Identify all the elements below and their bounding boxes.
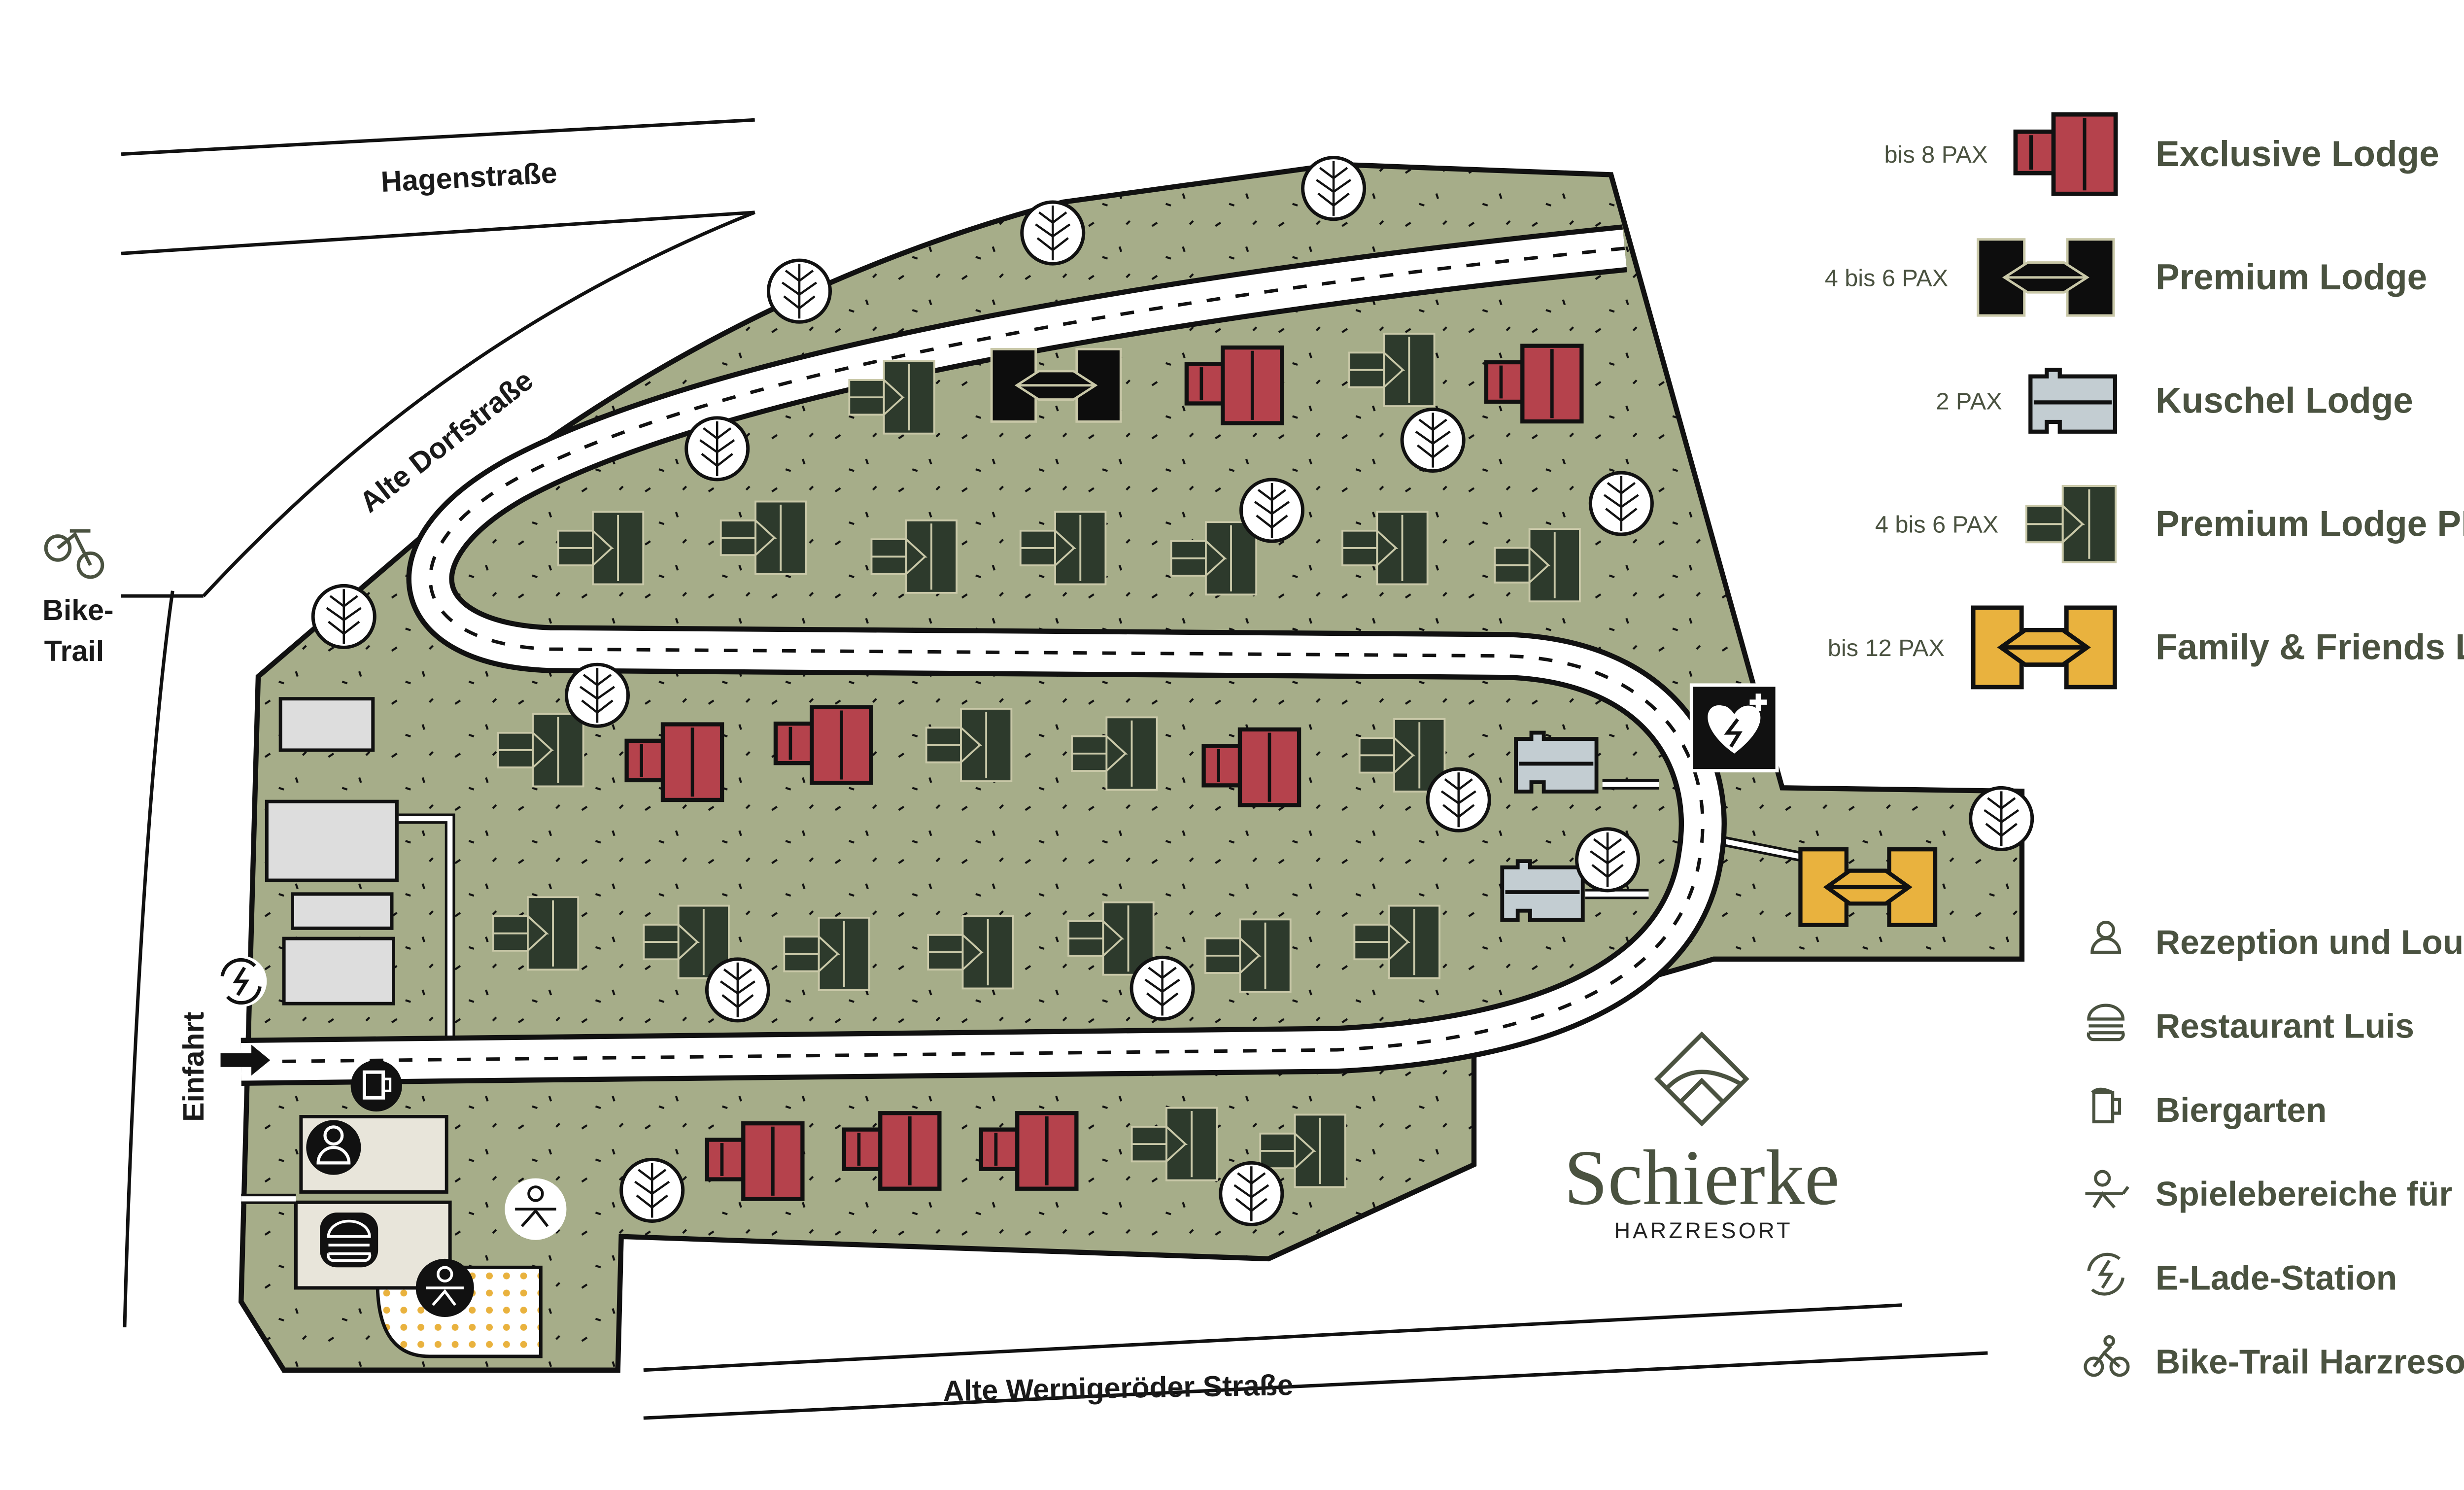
tree-icon: [707, 959, 768, 1021]
bike-trail-label: Bike-: [42, 594, 113, 626]
reception-marker-icon[interactable]: [306, 1120, 361, 1175]
resort-road: [240, 224, 1727, 1086]
tree-icon: [1303, 158, 1365, 219]
legend-pax: 4 bis 6 PAX: [1875, 512, 1998, 538]
tree-icon: [1402, 409, 1464, 471]
logo-mark-icon: [1654, 1031, 1749, 1127]
facility-legend: Rezeption und LoungeRestaurant LuisBierg…: [2084, 921, 2464, 1381]
playground-icon: [2085, 1170, 2129, 1209]
tree-icon: [1577, 829, 1639, 891]
charging-station-icon: [2087, 1252, 2125, 1296]
tree-icon: [768, 260, 830, 322]
playground-marker-icon[interactable]: [415, 1258, 474, 1317]
legend-label: Exclusive Lodge: [2156, 134, 2439, 174]
logo-name: Schierke: [1564, 1134, 1840, 1221]
plus-lodge-icon: [2026, 486, 2116, 562]
legend-item-family: bis 12 PAX Family & Friends Lodge: [1828, 608, 2464, 687]
tree-icon: [1022, 202, 1084, 264]
legend-pax: bis 8 PAX: [1884, 141, 1988, 168]
schierke-logo: Schierke HARZRESORT: [1564, 1031, 1840, 1243]
legend-item-kuschel: 2 PAX Kuschel Lodge: [1936, 370, 2413, 431]
facility-label: Rezeption und Lounge: [2156, 923, 2464, 961]
tree-icon: [1428, 769, 1489, 831]
tree-icon: [686, 418, 748, 480]
tree-icon: [1590, 473, 1652, 534]
beer-mug-icon: [2091, 1087, 2122, 1124]
lodge-legend: bis 8 PAX Exclusive Lodge 4 bis 6 PAX Premi…: [1825, 114, 2464, 687]
bike-trail-marker-icon[interactable]: [44, 529, 104, 579]
facility-legend-item: Restaurant Luis: [2087, 1004, 2414, 1045]
facility-legend-item: Rezeption und Lounge: [2090, 921, 2464, 961]
tree-icon: [621, 1159, 683, 1221]
legend-item-premium: 4 bis 6 PAX Premium Lodge: [1825, 240, 2427, 315]
facility-label: E-Lade-Station: [2156, 1258, 2397, 1297]
lodge-kuschel[interactable]: [1502, 861, 1582, 920]
burger-icon: [2087, 1004, 2125, 1041]
tree-icon: [566, 664, 628, 726]
bike-trail-label: Trail: [44, 635, 104, 667]
playground-marker-icon[interactable]: [505, 1178, 567, 1240]
facility-label: Bike-Trail Harzresort: [2156, 1343, 2464, 1381]
kuschel-lodge-icon: [2030, 370, 2115, 431]
entrance-label: Einfahrt: [177, 1012, 210, 1122]
legend-item-plus: 4 bis 6 PAX Premium Lodge PLUS: [1875, 486, 2464, 562]
legend-label: Kuschel Lodge: [2156, 381, 2413, 420]
lodge-kuschel[interactable]: [1516, 733, 1596, 792]
tree-icon: [1241, 480, 1302, 541]
outer-streets: [121, 118, 1988, 1420]
facility-label: Biergarten: [2156, 1091, 2327, 1129]
street-label-alte-wernigeroeder-strasse: Alte Wernigeröder Straße: [943, 1369, 1294, 1407]
street-label-hagenstrasse: Hagenstraße: [380, 157, 558, 199]
tree-icon: [1971, 788, 2032, 849]
restaurant-marker-icon[interactable]: [320, 1213, 378, 1268]
tree-icon: [313, 586, 375, 647]
facility-legend-item: Biergarten: [2091, 1087, 2327, 1129]
beer-garden-marker-icon[interactable]: [350, 1060, 402, 1112]
legend-label: Family & Friends Lodge: [2156, 627, 2464, 667]
legend-pax: 4 bis 6 PAX: [1825, 265, 1948, 291]
facility-legend-item: Spielebereiche für Kids: [2085, 1170, 2464, 1213]
exclusive-lodge-icon: [2016, 114, 2116, 194]
facility-legend-item: Bike-Trail Harzresort: [2084, 1335, 2464, 1381]
facility-label: Restaurant Luis: [2156, 1007, 2414, 1045]
legend-pax: bis 12 PAX: [1828, 635, 1945, 661]
legend-label: Premium Lodge: [2156, 257, 2427, 297]
family-lodge-icon: [1973, 608, 2115, 687]
bike-icon: [2084, 1335, 2130, 1377]
legend-label: Premium Lodge PLUS: [2156, 504, 2464, 544]
legend-item-exclusive: bis 8 PAX Exclusive Lodge: [1884, 114, 2439, 194]
service-buildings: [265, 697, 452, 1290]
charging-station-marker-icon[interactable]: [215, 955, 267, 1007]
entrance-arrow-icon: [220, 1044, 271, 1076]
tree-icon: [1221, 1163, 1282, 1224]
tree-icon: [1131, 957, 1193, 1019]
facility-legend-item: E-Lade-Station: [2087, 1252, 2397, 1297]
premium-lodge-icon: [1978, 240, 2114, 315]
defibrillator-icon: [1689, 683, 1779, 773]
legend-pax: 2 PAX: [1936, 388, 2002, 415]
reception-icon: [2090, 921, 2122, 954]
logo-subtitle: HARZRESORT: [1614, 1218, 1792, 1243]
facility-label: Spielebereiche für Kids: [2156, 1175, 2464, 1213]
